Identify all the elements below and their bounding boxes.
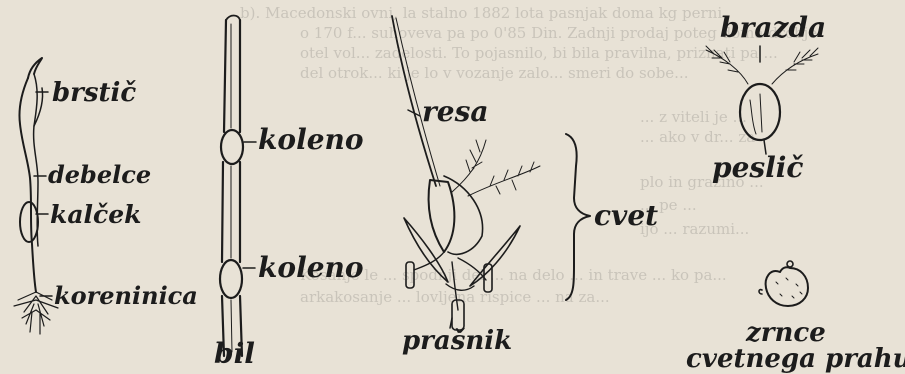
ovary (740, 84, 780, 140)
stigma-plume-left (452, 140, 486, 192)
label-prasnik: prašnik (402, 328, 512, 354)
lemma (429, 180, 455, 252)
label-koreninica: koreninica (54, 284, 198, 308)
ovary-shading (750, 94, 762, 134)
pollen-knob (759, 290, 762, 294)
culm-right-edge (240, 20, 242, 356)
label-zrnce: zrnce (746, 320, 826, 346)
label-bil: bil (214, 340, 255, 368)
glume-left (404, 218, 448, 282)
flower-figure (392, 16, 590, 330)
culm-node-upper (221, 130, 243, 164)
label-koleno-bottom: koleno (258, 254, 364, 282)
stigma-plume-right (468, 162, 540, 196)
label-brazda: brazda (720, 14, 826, 42)
culm-node-lower (220, 260, 242, 298)
pollen-pore (787, 261, 793, 267)
culm-left-edge (222, 20, 226, 356)
label-resa: resa (422, 98, 488, 126)
stigma-feather-right (772, 48, 818, 84)
flower-base (446, 284, 474, 290)
pistil-figure (706, 46, 818, 154)
anther-left (406, 262, 414, 288)
seed-body (20, 202, 38, 242)
label-kalcek: kalček (50, 202, 141, 227)
seedling-shoot (19, 78, 36, 292)
glume-right (470, 226, 520, 286)
label-brstic: brstič (52, 80, 136, 106)
cvet-brace (566, 134, 590, 300)
label-debelce: debelce (48, 163, 151, 187)
stigma-feather-left (706, 46, 748, 84)
label-peslic: peslič (712, 154, 803, 182)
pollen-grain-figure (759, 261, 808, 306)
culm-sheath-line (231, 24, 232, 352)
pollen-texture (776, 278, 802, 298)
label-koleno-top: koleno (258, 126, 364, 154)
label-cvet: cvet (594, 202, 658, 230)
pollen-grain (766, 267, 808, 306)
root-hairs (14, 292, 58, 334)
label-cvetnega-prahu: cvetnega prahu (686, 346, 905, 372)
culm-top-cut (226, 16, 240, 21)
culm-figure (220, 16, 256, 357)
